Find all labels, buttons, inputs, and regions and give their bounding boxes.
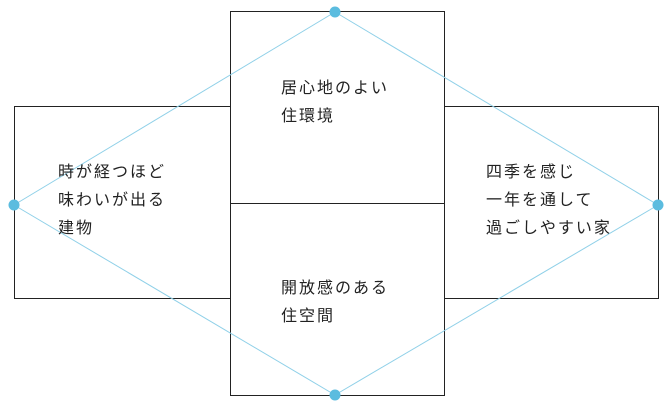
left-cell-line-2: 味わいが出る	[58, 190, 167, 209]
bottom-cell-line-2: 住空間	[281, 306, 336, 325]
left-cell-line-3: 建物	[58, 218, 95, 237]
right-box	[444, 106, 659, 299]
node-top	[329, 6, 341, 18]
top-cell-line-1: 居心地のよい	[281, 78, 390, 97]
diamond-line-top-left	[13, 11, 336, 206]
bottom-cell-text: 開放感のある 住空間	[281, 274, 389, 330]
bottom-box	[230, 203, 445, 396]
right-cell-line-1: 四季を感じ	[486, 162, 577, 181]
diamond-line-bottom-right	[334, 204, 659, 396]
node-right	[652, 199, 664, 211]
node-bottom	[329, 389, 341, 401]
diamond-line-bottom-left	[13, 204, 336, 396]
node-left	[8, 199, 20, 211]
right-cell-line-2: 一年を通して	[486, 190, 594, 209]
left-cell-line-1: 時が経つほど	[58, 162, 167, 181]
diamond-line-top-right	[334, 11, 659, 206]
top-cell-text: 居心地のよい 住環境	[281, 74, 389, 130]
left-cell-text: 時が経つほど 味わいが出る 建物	[58, 158, 166, 242]
bottom-cell-line-1: 開放感のある	[281, 278, 390, 297]
right-cell-line-3: 過ごしやすい家	[486, 218, 612, 237]
left-box	[14, 106, 231, 299]
top-cell-line-2: 住環境	[281, 106, 336, 125]
right-cell-text: 四季を感じ 一年を通して 過ごしやすい家	[486, 158, 612, 242]
